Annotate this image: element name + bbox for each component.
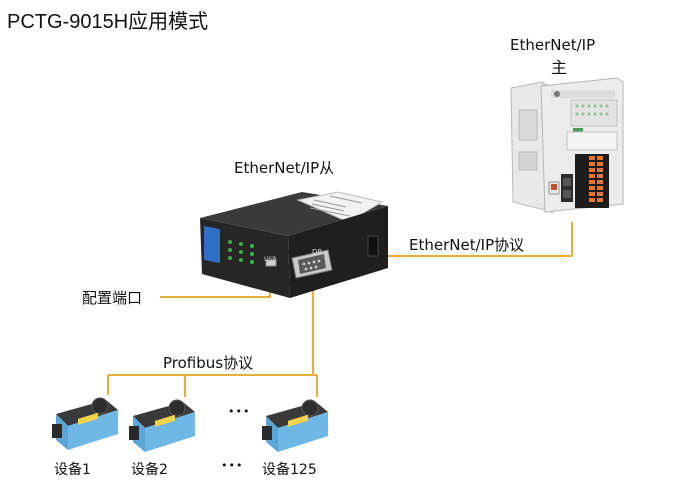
usb-port-label: USB xyxy=(264,256,277,263)
device-ellipsis-bottom: ••• xyxy=(221,459,244,472)
device1-label: 设备1 xyxy=(54,462,91,478)
device1-sensor xyxy=(52,397,118,450)
master-label-line2: 主 xyxy=(551,58,568,77)
device125-label: 设备125 xyxy=(262,462,317,478)
diagram-title: PCTG-9015H应用模式 xyxy=(7,11,209,33)
ethernet-link-line xyxy=(372,222,573,257)
master-label-line1: EtherNet/IP xyxy=(510,36,596,54)
dp-port-label: DP xyxy=(312,248,322,256)
config-port-text: 配置端口 xyxy=(82,289,143,307)
device-ellipsis-top: ••• xyxy=(228,405,251,418)
gateway-label: EtherNet/IP从 xyxy=(234,159,335,177)
pctg-9015h-gateway xyxy=(200,191,388,298)
device2-sensor xyxy=(129,399,195,452)
config-port-label: 配置端口 xyxy=(82,287,142,308)
gateway-front-brand: 泰硕科技 xyxy=(193,226,200,250)
ethernet-protocol-label: EtherNet/IP协议 xyxy=(409,236,525,254)
ethernet-ip-master-plc xyxy=(510,77,624,214)
device2-label: 设备2 xyxy=(131,462,168,478)
profibus-protocol-label: Profibus协议 xyxy=(163,354,254,372)
device125-sensor xyxy=(262,399,328,452)
